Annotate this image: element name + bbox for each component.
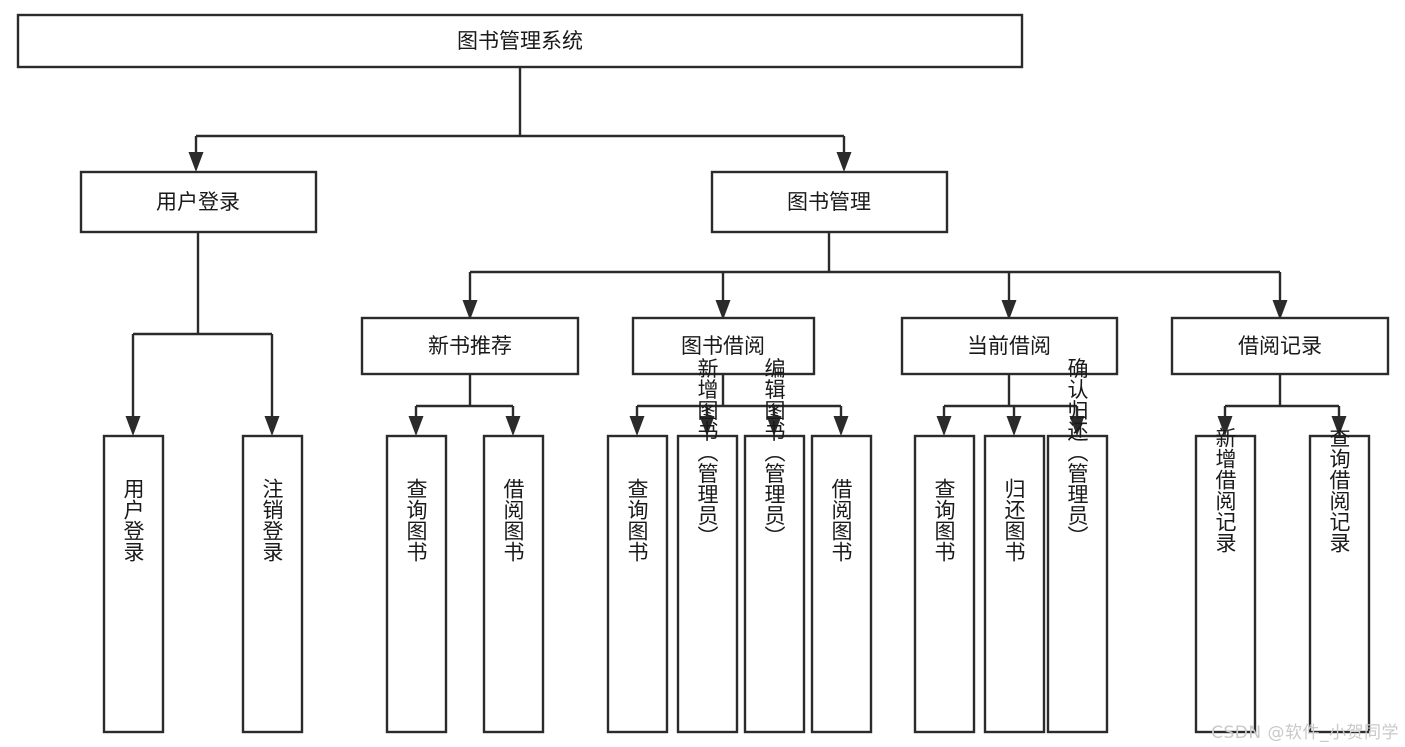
leaf-label-user-login-login: 用户登录 [121,478,145,562]
arrow-icon [125,416,141,436]
node-root-system[interactable]: 图书管理系统 [16,13,1024,69]
connector-group-newbook-to-leaves [408,374,521,436]
leaf-label-book-borrow-add: 新增图书（管理员） [695,358,719,547]
node-label-book-management: 图书管理 [787,190,871,214]
connector-group-userlogin-to-leaves [125,232,280,436]
node-label-user-login: 用户登录 [156,190,240,214]
connector-group-root-to-level2 [188,67,852,172]
leaf-borrow-record-query[interactable]: 查询借阅记录 [1308,427,1371,734]
leaf-label-book-borrow-query: 查询图书 [625,478,649,562]
arrow-icon [836,152,852,172]
leaf-label-current-borrow-query: 查询图书 [932,478,956,562]
connector-group-borrowrecord-to-leaves [1217,374,1347,436]
connector-group-currentborrow-to-leaves [936,374,1085,436]
leaf-user-login-logout[interactable]: 注销登录 [241,434,304,734]
arrow-icon [264,416,280,436]
leaf-label-new-book-query: 查询图书 [404,478,428,562]
arrow-icon [629,416,645,436]
node-user-login[interactable]: 用户登录 [79,170,318,234]
leaf-current-borrow-confirm[interactable]: 确认归还（管理员） [1046,358,1109,734]
arrow-icon [936,416,952,436]
node-label-new-book-recommend: 新书推荐 [428,334,512,358]
node-borrow-record[interactable]: 借阅记录 [1170,316,1390,376]
node-label-root: 图书管理系统 [457,29,583,53]
node-label-book-borrow: 图书借阅 [681,334,765,358]
arrow-icon [833,416,849,436]
connector-group-bookborrow-to-leaves [629,374,849,436]
leaf-label-book-borrow-edit: 编辑图书（管理员） [762,358,786,547]
leaf-new-book-query[interactable]: 查询图书 [385,434,448,734]
node-book-borrow[interactable]: 图书借阅 [631,316,816,376]
node-label-borrow-record: 借阅记录 [1238,334,1322,358]
leaf-book-borrow-query[interactable]: 查询图书 [606,434,669,734]
leaf-borrow-record-add[interactable]: 新增借阅记录 [1194,427,1257,734]
leaf-current-borrow-query[interactable]: 查询图书 [913,434,976,734]
node-current-borrow[interactable]: 当前借阅 [900,316,1119,376]
leaf-current-borrow-return[interactable]: 归还图书 [983,434,1046,734]
leaf-user-login-login[interactable]: 用户登录 [102,434,165,734]
leaf-label-current-borrow-return: 归还图书 [1002,478,1026,562]
leaf-label-borrow-record-query: 查询借阅记录 [1327,427,1351,553]
connector-group-bookmgmt-to-level3 [462,232,1288,320]
arrow-icon [1006,416,1022,436]
arrow-icon [188,152,204,172]
node-book-management[interactable]: 图书管理 [710,170,949,234]
arrow-icon [505,416,521,436]
leaf-label-new-book-borrow: 借阅图书 [501,478,525,562]
node-label-current-borrow: 当前借阅 [967,334,1051,358]
leaf-book-borrow-edit[interactable]: 编辑图书（管理员） [743,358,806,734]
leaf-label-current-borrow-confirm: 确认归还（管理员） [1065,358,1089,547]
leaf-new-book-borrow[interactable]: 借阅图书 [482,434,545,734]
leaf-label-book-borrow-borrow: 借阅图书 [829,478,853,562]
leaf-label-borrow-record-add: 新增借阅记录 [1213,427,1237,553]
leaf-book-borrow-add[interactable]: 新增图书（管理员） [676,358,739,734]
leaf-book-borrow-borrow[interactable]: 借阅图书 [810,434,873,734]
arrow-icon [408,416,424,436]
leaf-label-user-login-logout: 注销登录 [260,478,284,562]
node-new-book-recommend[interactable]: 新书推荐 [360,316,580,376]
